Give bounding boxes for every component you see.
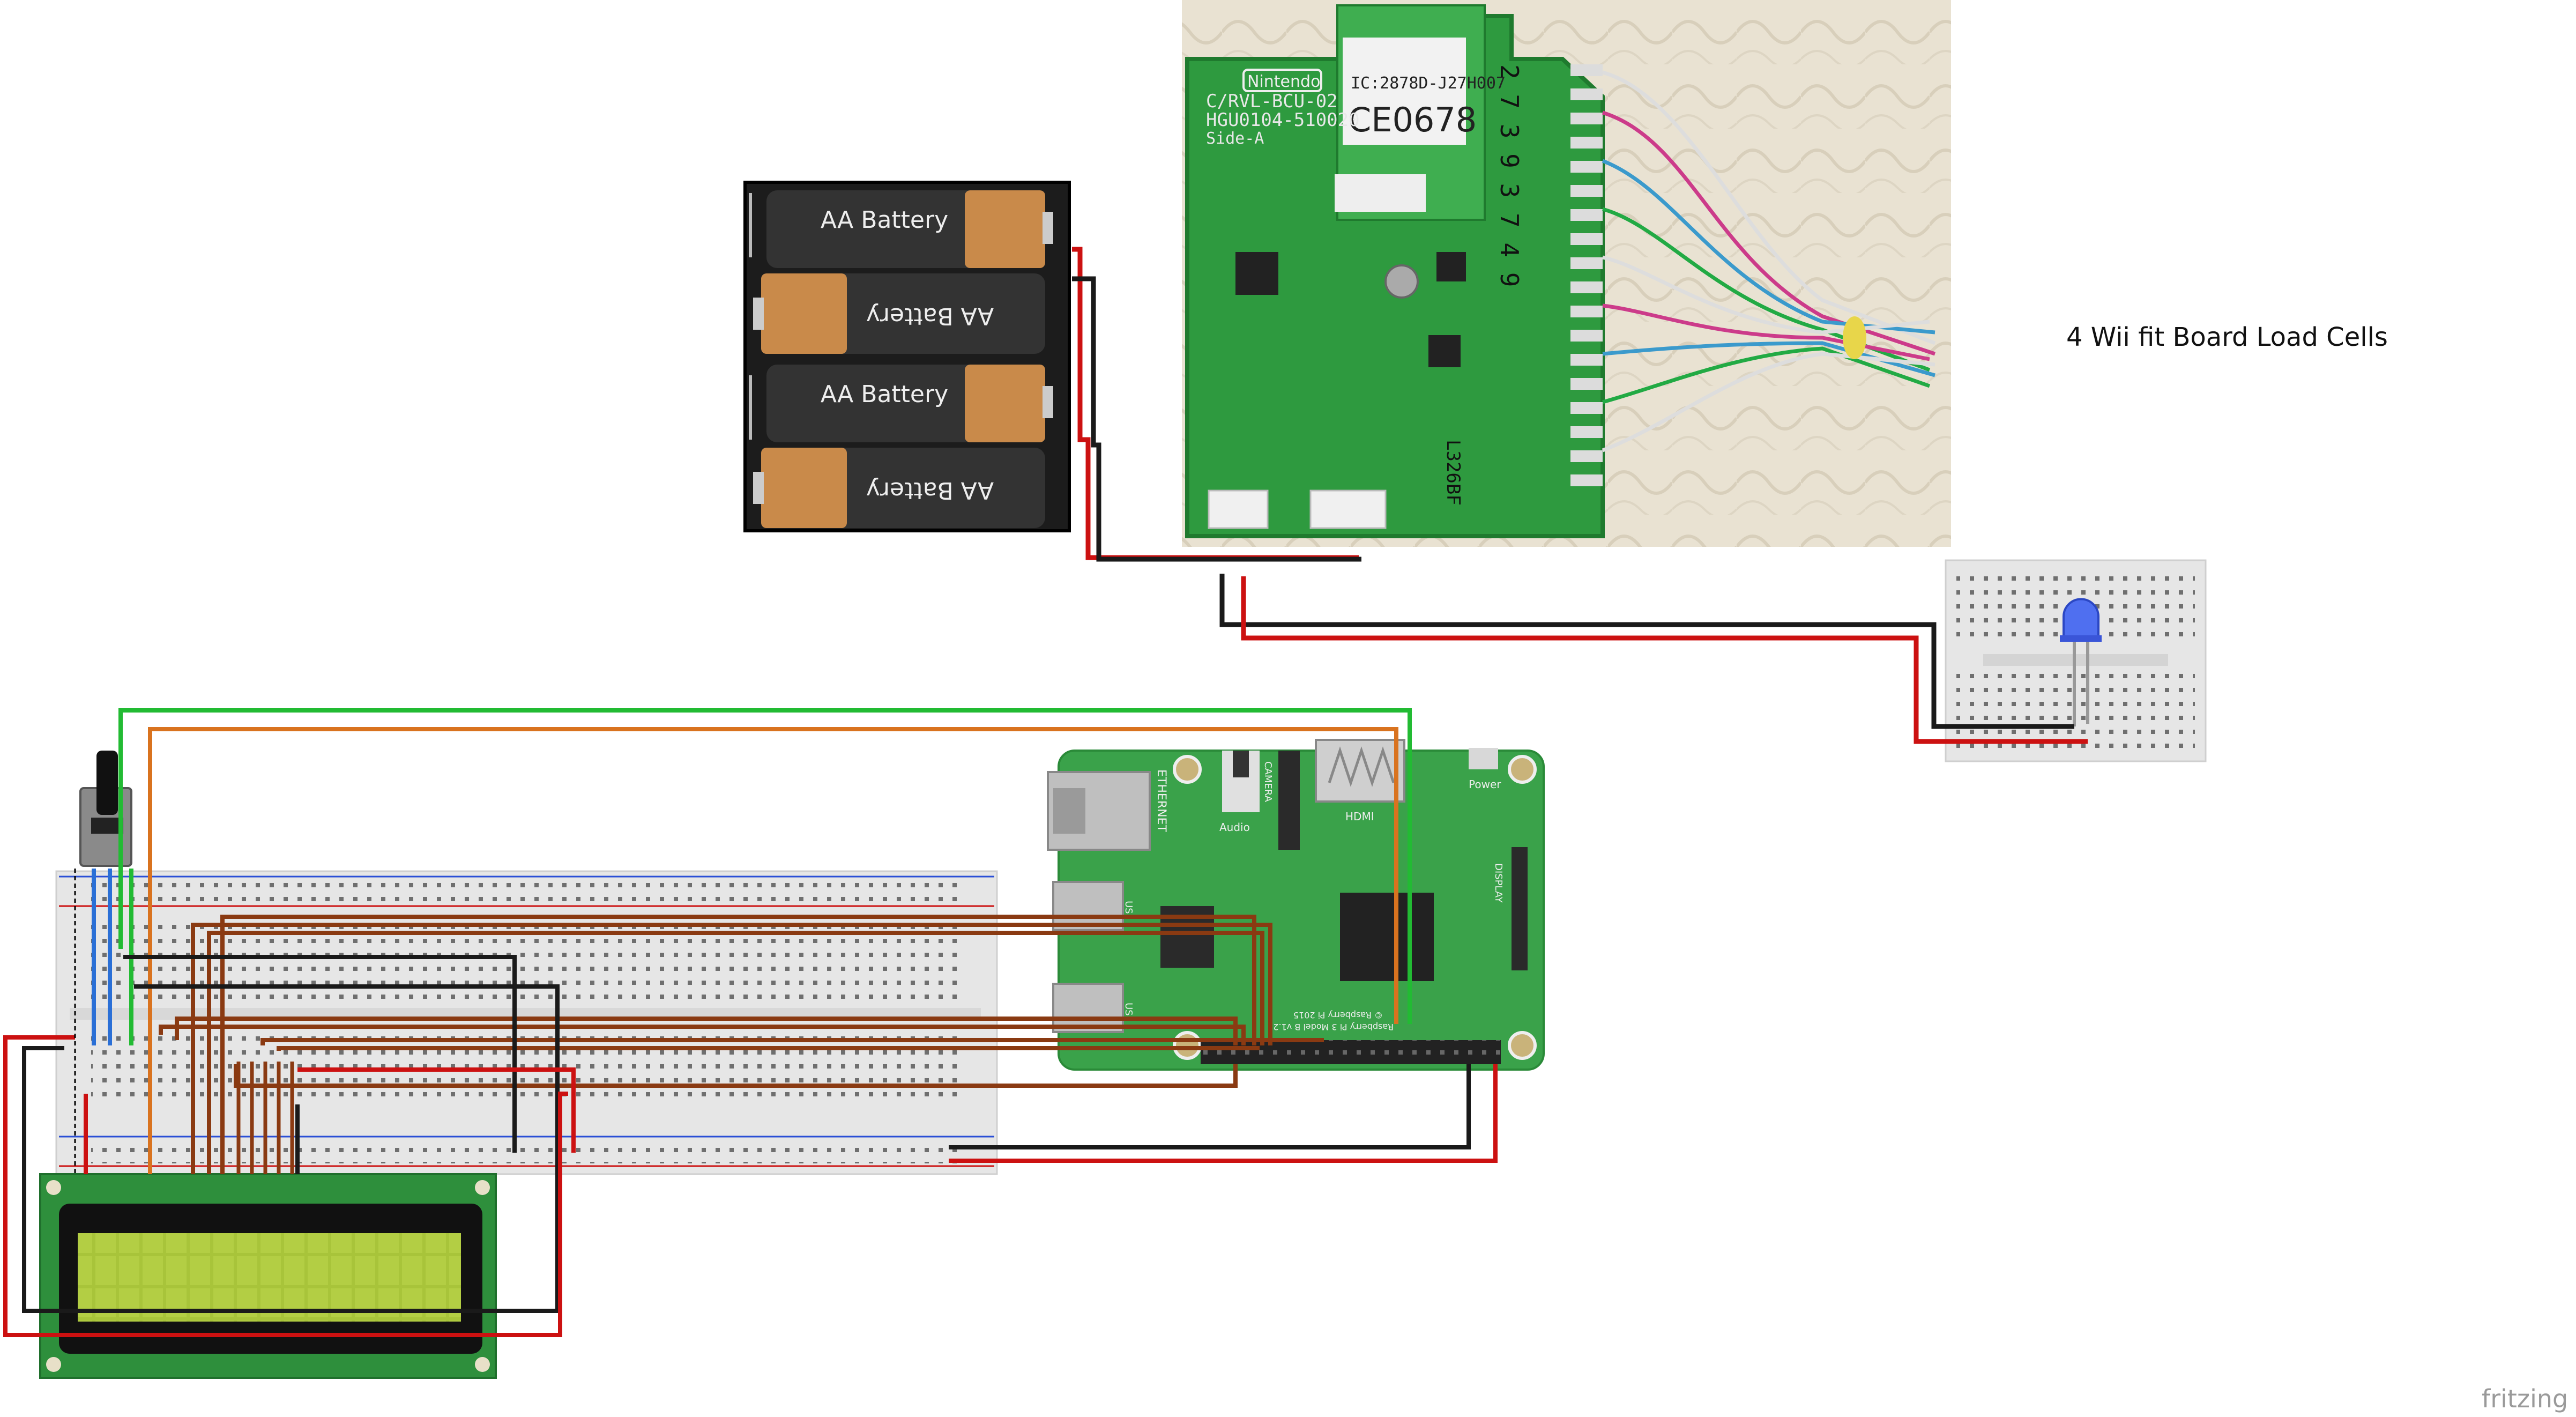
module-label [1343, 38, 1466, 145]
mount-hole [475, 1180, 490, 1195]
raspberry-pi: ETHERNET Audio HDMI Power CAMERA DISPLAY… [1047, 739, 1545, 1071]
label-copyright: © Raspberry Pi 2015 [1293, 1010, 1383, 1020]
mount-hole [46, 1357, 61, 1372]
led-black-wire [1219, 574, 2074, 729]
vertical-code: 2 7 3 9 3 7 4 9 [1495, 64, 1524, 287]
edge-pads [1570, 64, 1603, 486]
battery-cell-2: AA Battery [753, 273, 1045, 354]
label-hdmi: HDMI [1345, 810, 1374, 823]
label-audio: Audio [1219, 821, 1250, 834]
label-power: Power [1469, 778, 1501, 791]
power-rail-wire [949, 1064, 1498, 1163]
gpio-header [1201, 1040, 1501, 1064]
chip [1235, 252, 1278, 295]
label-ethernet: ETHERNET [1155, 769, 1168, 832]
orange-wire [148, 727, 1398, 1174]
label-usb-1: US [1123, 901, 1134, 914]
label-camera: CAMERA [1262, 761, 1274, 803]
battery-label: AA Battery [866, 477, 994, 504]
signal-wires [3, 708, 1498, 1337]
part-line: HGU0104-510020 [1206, 109, 1360, 131]
load-cell-wires [1602, 70, 1936, 452]
nintendo-logo: Nintendo [1247, 72, 1320, 91]
label-usb-2: US [1123, 1003, 1134, 1016]
battery-cell-1: AA Battery [766, 190, 1053, 268]
usb-port-1 [1052, 881, 1124, 931]
usb-port-2 [1052, 983, 1124, 1033]
green-wire [118, 708, 1412, 1024]
potentiometer [79, 751, 132, 867]
blue-led [2060, 598, 2102, 726]
side-line: Side-A [1206, 129, 1264, 148]
model-line: C/RVL-BCU-02 [1206, 91, 1338, 112]
fritzing-watermark: fritzing [2482, 1384, 2568, 1413]
mount-hole [475, 1357, 490, 1372]
red-wire-lcd [3, 1035, 568, 1337]
led-red-wire [1241, 576, 2088, 744]
connector [1309, 489, 1387, 529]
power-port [1469, 748, 1498, 769]
mount-hole [1173, 755, 1202, 784]
lcd-screen [78, 1233, 461, 1322]
mount-hole [1173, 1031, 1202, 1060]
barcode-label [1335, 174, 1426, 212]
battery-label: AA Battery [866, 302, 994, 330]
red-wire-2 [297, 1067, 576, 1153]
lcd-module [39, 1173, 497, 1379]
soc-chip [1340, 893, 1434, 981]
black-wire-1 [123, 955, 517, 1153]
connector [1208, 489, 1269, 529]
ic-text: IC:2878D-J27H007 [1351, 74, 1506, 93]
ce-text: CE0678 [1348, 100, 1477, 139]
camera-connector [1278, 751, 1300, 850]
wire-tie [1843, 316, 1866, 359]
battery-cell-4: AA Battery [753, 448, 1045, 528]
mount-hole [46, 1180, 61, 1195]
label-display: DISPLAY [1493, 863, 1504, 903]
hdmi-port [1315, 739, 1405, 803]
label-model: Raspberry Pi 3 Model B v1.2 [1273, 1022, 1394, 1032]
mount-hole [1508, 755, 1537, 784]
mount-hole [1508, 1031, 1537, 1060]
bottom-code: L326BF [1442, 440, 1464, 506]
ground-rail-wire [949, 1064, 1471, 1149]
battery-black-wire [1072, 276, 1361, 562]
display-connector [1512, 847, 1528, 970]
battery-cell-3: AA Battery [766, 365, 1053, 442]
chip [1428, 335, 1461, 367]
battery-pack: AA Battery AA Battery AA Battery AA Batt… [743, 181, 1071, 532]
battery-label: AA Battery [821, 206, 948, 234]
chip [1436, 252, 1466, 281]
battery-label: AA Battery [821, 381, 948, 408]
capacitor [1384, 264, 1419, 299]
load-cells-annotation: 4 Wii fit Board Load Cells [2066, 322, 2388, 352]
wii-board-photo: IC:2878D-J27H007 CE0678 Nintendo C/RVL-B… [1182, 0, 1951, 547]
black-wire-2 [22, 984, 560, 1313]
power-wires [1072, 247, 2088, 744]
brown-wires [159, 915, 1324, 1174]
